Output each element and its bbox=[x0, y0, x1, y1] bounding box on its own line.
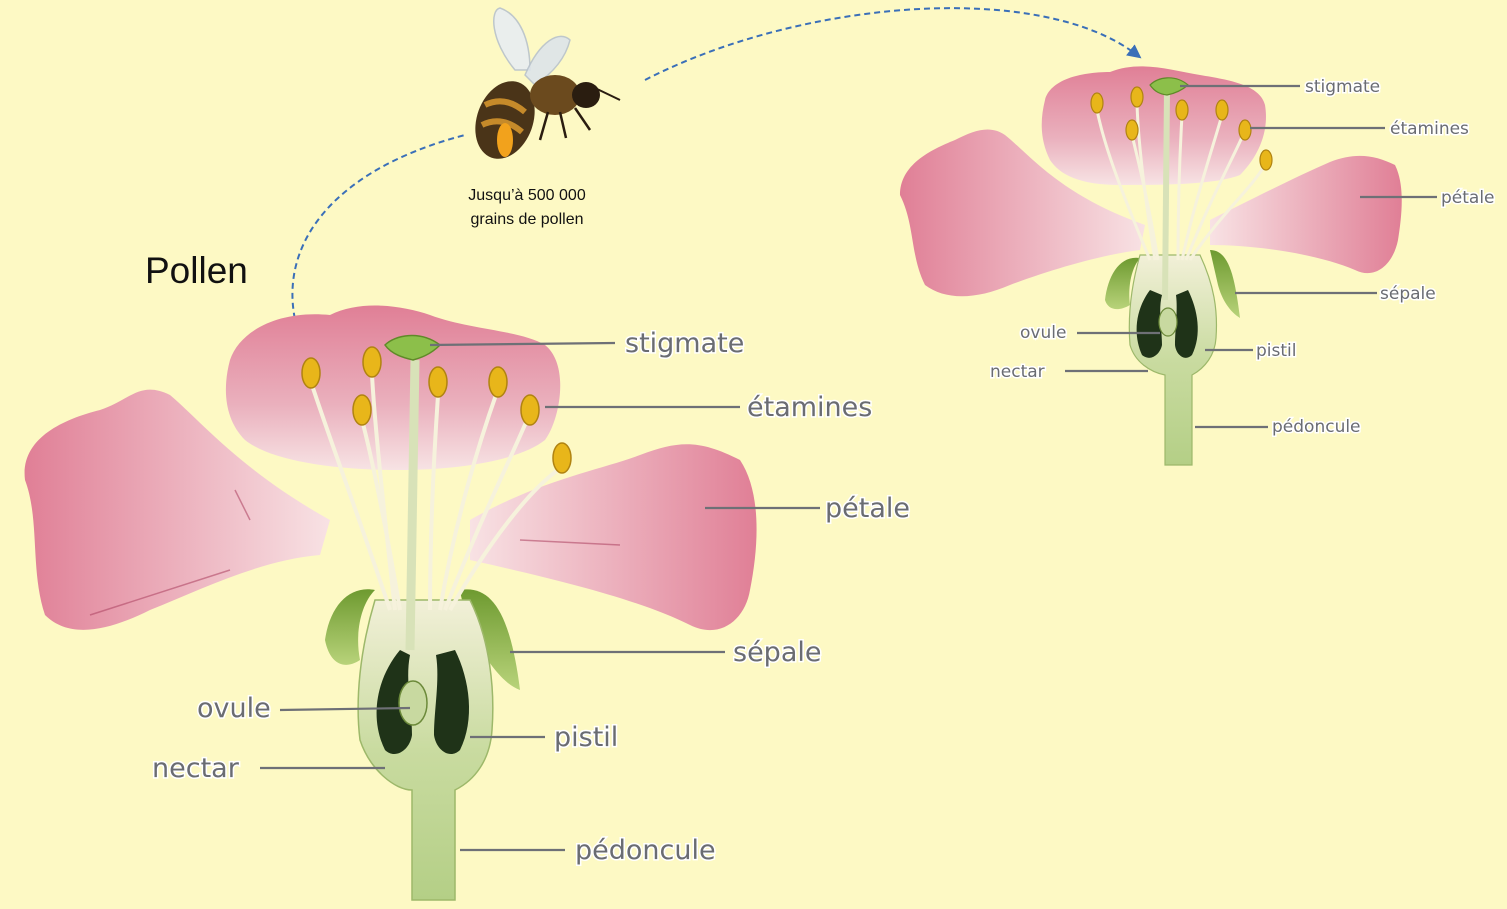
label-sepale-small: sépale bbox=[1380, 284, 1436, 304]
label-petale: pétale bbox=[825, 493, 910, 524]
label-nectar: nectar bbox=[152, 753, 240, 784]
label-sepale: sépale bbox=[733, 637, 821, 668]
label-stigmate-small: stigmate bbox=[1305, 77, 1380, 97]
receptacle bbox=[358, 600, 493, 900]
style-small bbox=[1165, 90, 1167, 300]
label-ovule-small: ovule bbox=[1020, 323, 1066, 343]
label-pedoncule: pédoncule bbox=[575, 835, 716, 866]
receptacle-small bbox=[1129, 255, 1216, 465]
label-pistil: pistil bbox=[554, 722, 618, 753]
bee-icon bbox=[465, 8, 620, 167]
bee-caption-line2: grains de pollen bbox=[471, 211, 584, 228]
ovule-shape-small bbox=[1159, 308, 1177, 336]
label-petale-small: pétale bbox=[1441, 188, 1495, 208]
label-pedoncule-small: pédoncule bbox=[1272, 417, 1361, 437]
pollen-label: Pollen bbox=[145, 250, 248, 291]
bee-caption-line1: Jusqu’à 500 000 bbox=[468, 187, 586, 204]
pollination-arrow-head-path bbox=[645, 8, 1137, 80]
label-pistil-small: pistil bbox=[1256, 341, 1296, 361]
flower-small: stigmate étamines pétale sépale ovule pi… bbox=[900, 66, 1495, 465]
style bbox=[410, 360, 415, 650]
label-etamines: étamines bbox=[747, 392, 872, 423]
label-stigmate: stigmate bbox=[625, 328, 744, 359]
label-etamines-small: étamines bbox=[1390, 119, 1469, 139]
label-ovule: ovule bbox=[197, 693, 271, 724]
flower-large: stigmate étamines pétale sépale ovule pi… bbox=[25, 306, 910, 900]
label-nectar-small: nectar bbox=[990, 362, 1045, 382]
petal-right bbox=[470, 444, 757, 630]
petal-top bbox=[226, 306, 560, 470]
ovule-shape bbox=[399, 681, 427, 725]
